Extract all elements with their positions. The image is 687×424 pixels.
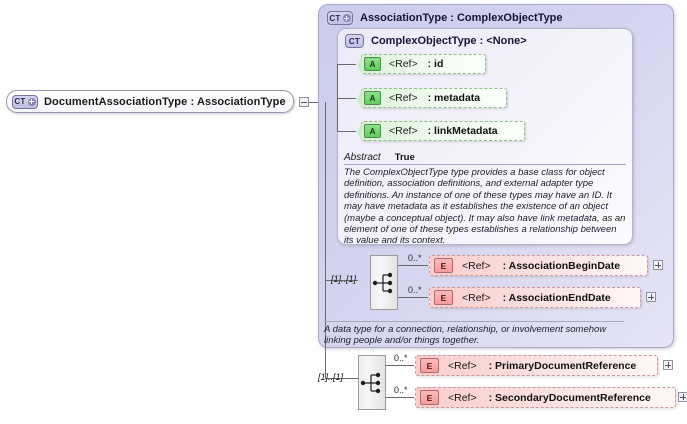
element-plus-expander[interactable] [663, 360, 673, 370]
element-icon: E [420, 358, 439, 373]
complexobject-type-documentation: The ComplexObjectType type provides a ba… [344, 167, 626, 247]
element-plus-expander[interactable] [653, 260, 663, 270]
element-icon: E [434, 290, 453, 305]
outer-sequence-compositor[interactable] [358, 355, 386, 410]
connector-to-inner-sequence [325, 280, 358, 281]
abstract-facet-value: True [394, 152, 415, 163]
complextype-icon: CT [12, 94, 38, 109]
element-ref: <Ref> [462, 291, 491, 304]
element-name: : AssociationBeginDate [502, 259, 621, 272]
complexobject-type-label: ComplexObjectType : <None> [371, 35, 527, 47]
element-occurrence: 0..* [394, 385, 408, 395]
complexobject-type-facets: Abstract True The ComplexObjectType type… [344, 152, 626, 247]
connector-to-element [386, 397, 414, 398]
element-row[interactable]: E <Ref> : PrimaryDocumentReference [415, 355, 658, 376]
complextype-icon: CT [327, 11, 353, 25]
element-ref: <Ref> [448, 359, 477, 372]
attribute-row[interactable]: A <Ref> : metadata [357, 88, 507, 108]
element-occurrence: 0..* [408, 253, 422, 263]
root-complextype-node[interactable]: CT DocumentAssociationType : Association… [6, 90, 294, 113]
element-row[interactable]: E <Ref> : AssociationEndDate [429, 287, 641, 308]
complextype-icon: CT [345, 34, 364, 48]
element-occurrence: 0..* [394, 353, 408, 363]
element-name: : SecondaryDocumentReference [488, 391, 651, 404]
connector-spine [325, 102, 326, 378]
association-type-doc-panel: A data type for a connection, relationsh… [324, 321, 624, 347]
association-type-documentation: A data type for a connection, relationsh… [324, 324, 607, 347]
element-plus-expander[interactable] [646, 292, 656, 302]
abstract-facet-key: Abstract [344, 152, 381, 163]
attribute-icon: A [364, 91, 381, 105]
element-plus-expander[interactable] [678, 392, 687, 402]
element-row[interactable]: E <Ref> : SecondaryDocumentReference [415, 387, 676, 408]
attribute-name: : metadata [427, 92, 481, 104]
connector-to-element [386, 365, 414, 366]
attribute-connector-branch [337, 98, 356, 99]
association-type-label: AssociationType : ComplexObjectType [360, 12, 563, 24]
element-name: : AssociationEndDate [502, 291, 611, 304]
sequence-icon [360, 372, 381, 393]
element-row[interactable]: E <Ref> : AssociationBeginDate [429, 255, 648, 276]
element-ref: <Ref> [448, 391, 477, 404]
attribute-ref: <Ref> [389, 58, 418, 70]
element-icon: E [420, 390, 439, 405]
connector-to-element [398, 297, 428, 298]
complexobject-type-header[interactable]: CT ComplexObjectType : <None> [345, 34, 527, 48]
sequence-icon [372, 272, 393, 293]
root-node-minus-expander[interactable] [299, 97, 309, 107]
outer-sequence-cardinality: [1]..[1] [318, 372, 344, 382]
element-occurrence: 0..* [408, 285, 422, 295]
attribute-row[interactable]: A <Ref> : linkMetadata [357, 121, 525, 141]
attribute-connector-branch [337, 131, 356, 132]
element-ref: <Ref> [462, 259, 491, 272]
attribute-connector-branch [337, 64, 356, 65]
abstract-facet-row: Abstract True [344, 152, 626, 165]
connector-to-outer-sequence [325, 378, 358, 379]
attribute-name: : id [427, 58, 444, 70]
doc-separator [324, 321, 624, 322]
connector-to-element [398, 265, 428, 266]
attribute-icon: A [364, 124, 381, 138]
attribute-ref: <Ref> [389, 125, 418, 137]
connector-root-to-outer [309, 102, 318, 103]
element-name: : PrimaryDocumentReference [488, 359, 637, 372]
association-type-header[interactable]: CT AssociationType : ComplexObjectType [327, 11, 563, 25]
root-node-label: DocumentAssociationType : AssociationTyp… [44, 95, 286, 108]
inner-sequence-compositor[interactable] [370, 255, 398, 310]
attribute-icon: A [364, 57, 381, 71]
attribute-ref: <Ref> [389, 92, 418, 104]
attribute-row[interactable]: A <Ref> : id [357, 54, 486, 74]
attribute-name: : linkMetadata [427, 125, 498, 137]
element-icon: E [434, 258, 453, 273]
inner-sequence-cardinality: [1]..[1] [331, 274, 357, 284]
